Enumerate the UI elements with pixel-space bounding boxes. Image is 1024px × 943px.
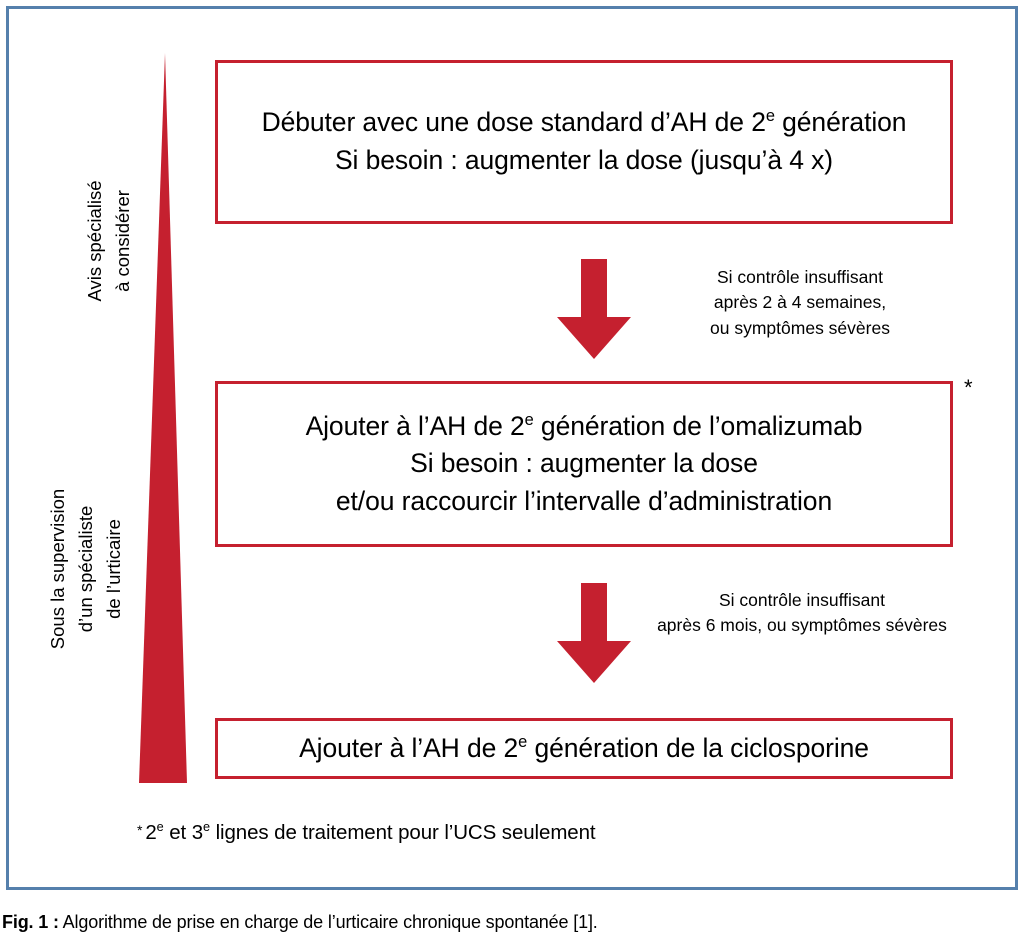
down-arrow-1 <box>551 259 637 359</box>
footnote-text: 2e et 3e lignes de traitement pour l’UCS… <box>145 819 596 844</box>
escalation-wedge <box>135 53 191 783</box>
caption-label: Fig. 1 : <box>2 912 59 932</box>
step-1-line-2: Si besoin : augmenter la dose (jusqu’à 4… <box>334 145 833 175</box>
figure-footnote: *2e et 3e lignes de traitement pour l’UC… <box>137 819 596 845</box>
step-2-line-2: Si besoin : augmenter la dose <box>410 448 758 479</box>
side-label-avis-specialise: Avis spécialisé à considérer <box>84 180 133 302</box>
step-box-1[interactable]: Débuter avec une dose standard d’AH de 2… <box>215 60 953 224</box>
footnote-star: * <box>137 822 143 838</box>
side-label-supervision-specialiste: Sous la supervision d’un spécialiste de … <box>47 488 124 650</box>
figure-frame: Avis spécialisé à considérer Sous la sup… <box>6 6 1018 890</box>
footnote-marker-asterisk: * <box>964 375 973 400</box>
step-2-text: Ajouter à l’AH de 2e génération de l’oma… <box>292 408 877 521</box>
down-arrow-2 <box>551 583 637 683</box>
transition-2-note: Si contrôle insuffisant après 6 mois, ou… <box>657 590 947 636</box>
figure-caption: Fig. 1 : Algorithme de prise en charge d… <box>2 912 598 933</box>
step-1-text: Débuter avec une dose standard d’AH de 2… <box>248 104 921 179</box>
transition-1-note: Si contrôle insuffisant après 2 à 4 sema… <box>710 267 890 338</box>
step-3-text: Ajouter à l’AH de 2e génération de la ci… <box>285 730 883 768</box>
step-1-line-1: Débuter avec une dose standard d’AH de 2… <box>261 107 907 138</box>
step-2-line-3: et/ou raccourcir l’intervalle d’administ… <box>335 485 833 516</box>
step-box-3[interactable]: Ajouter à l’AH de 2e génération de la ci… <box>215 718 953 779</box>
step-box-2[interactable]: Ajouter à l’AH de 2e génération de l’oma… <box>215 381 953 547</box>
caption-text: Algorithme de prise en charge de l’urtic… <box>62 912 598 932</box>
step-3-line-1: Ajouter à l’AH de 2e génération de la ci… <box>299 732 869 763</box>
step-2-line-1: Ajouter à l’AH de 2e génération de l’oma… <box>305 410 863 441</box>
